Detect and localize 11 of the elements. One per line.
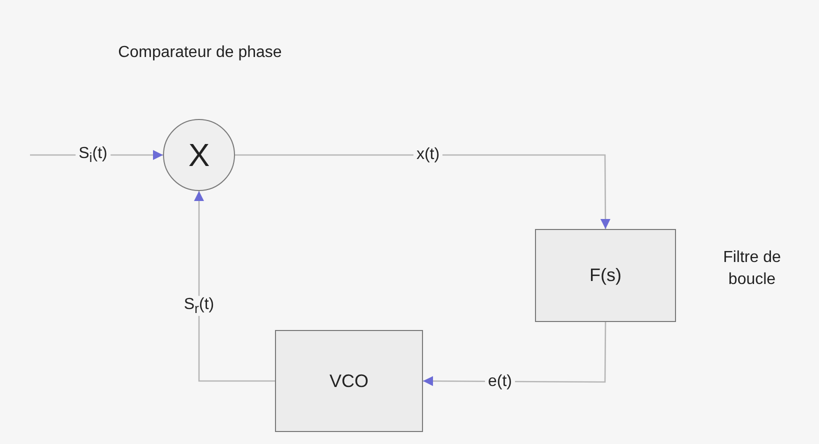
node-label: X xyxy=(188,136,210,174)
edge-label: x(t) xyxy=(413,146,443,164)
node-label: F(s) xyxy=(590,265,622,286)
process-box xyxy=(275,330,423,432)
edge-label: e(t) xyxy=(485,373,515,391)
node-label: VCO xyxy=(329,370,368,392)
arrow xyxy=(194,191,275,382)
node-caption: Filtre de boucle xyxy=(722,248,782,290)
process-box xyxy=(535,229,676,322)
arrow xyxy=(235,154,610,229)
node-heading: Comparateur de phase xyxy=(118,43,282,63)
